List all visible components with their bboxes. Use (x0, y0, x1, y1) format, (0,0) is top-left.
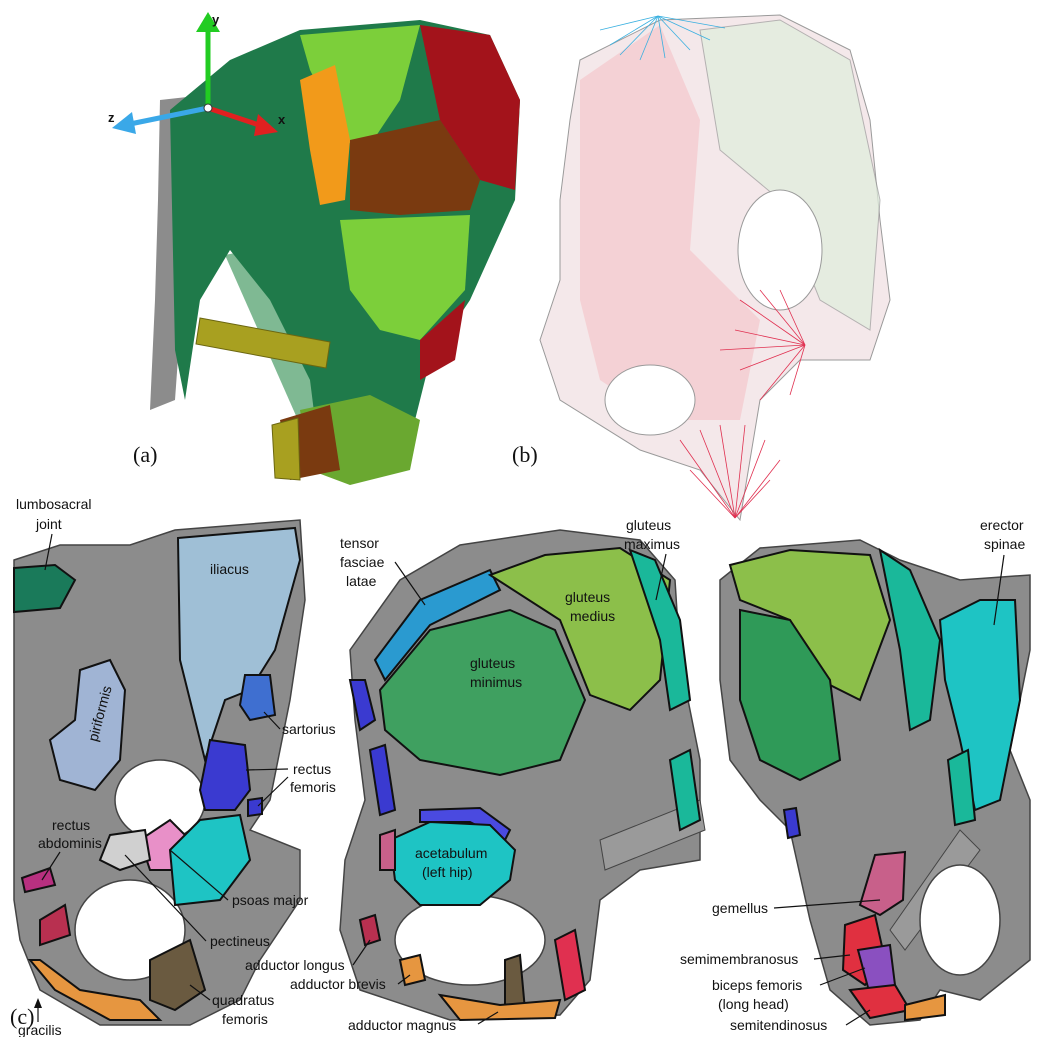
label-acetabulum-2: (left hip) (422, 864, 473, 880)
z-axis-head (112, 112, 136, 134)
label-tensor-2: fasciae (340, 554, 385, 570)
panel-c-right: erector spinae gemellus semimembranosus … (680, 517, 1030, 1033)
wireframe-foramen (605, 365, 695, 435)
rectus-femoris-patch (200, 740, 250, 810)
label-gluteus-maximus-1: gluteus (626, 517, 671, 533)
label-gluteus-minimus-2: minimus (470, 674, 522, 690)
pelvis-knob-cap (272, 418, 300, 480)
panel-label-c: (c) (10, 1004, 34, 1029)
label-gluteus-medius-2: medius (570, 608, 615, 624)
panel-c-left: lumbosacral joint iliacus piriformis sar… (10, 496, 336, 1037)
label-rectus-femoris-2: femoris (290, 779, 336, 795)
axis-label-x: x (278, 112, 286, 127)
label-tensor-3: latae (346, 573, 377, 589)
rectus-femoris-small (248, 798, 262, 816)
wireframe-hole (738, 190, 822, 310)
label-adductor-longus: adductor longus (245, 957, 345, 973)
label-adductor-magnus: adductor magnus (348, 1017, 456, 1033)
label-biceps-2: (long head) (718, 996, 789, 1012)
label-gluteus-maximus-2: maximus (624, 536, 680, 552)
panel-a: y z x (a) (108, 12, 520, 485)
axis-label-y: y (212, 12, 220, 27)
label-iliacus: iliacus (210, 561, 249, 577)
adductor-brevis-patch (400, 955, 425, 985)
label-tensor-1: tensor (340, 535, 379, 551)
label-rectus-abdominis-2: abdominis (38, 835, 102, 851)
middle-pink-left (380, 830, 395, 870)
label-semitendinosus: semitendinosus (730, 1017, 827, 1033)
label-adductor-brevis: adductor brevis (290, 976, 386, 992)
label-rectus-femoris-1: rectus (293, 761, 331, 777)
panel-label-b: (b) (512, 442, 538, 467)
label-acetabulum-1: acetabulum (415, 845, 487, 861)
label-semimembranosus: semimembranosus (680, 951, 798, 967)
label-gemellus: gemellus (712, 900, 768, 916)
gracilis-arrowhead (34, 998, 42, 1008)
right-hole (920, 865, 1000, 975)
label-pectineus: pectineus (210, 933, 270, 949)
label-lumbosacral-1: lumbosacral (16, 496, 91, 512)
axis-label-z: z (108, 110, 115, 125)
label-gluteus-medius-1: gluteus (565, 589, 610, 605)
axis-origin (204, 104, 212, 112)
panel-b: (b) (512, 15, 890, 520)
label-lumbosacral-2: joint (35, 516, 62, 532)
label-erector-1: erector (980, 517, 1024, 533)
right-blue-left (784, 808, 800, 838)
label-biceps-1: biceps femoris (712, 977, 802, 993)
sartorius-patch (240, 675, 275, 720)
label-rectus-abdominis-1: rectus (52, 817, 90, 833)
label-gluteus-minimus-1: gluteus (470, 655, 515, 671)
label-psoas-major: psoas major (232, 892, 309, 908)
label-erector-2: spinae (984, 536, 1025, 552)
label-sartorius: sartorius (282, 721, 336, 737)
label-quadratus-femoris-1: quadratus (212, 992, 274, 1008)
panel-label-a: (a) (133, 442, 157, 467)
label-quadratus-femoris-2: femoris (222, 1011, 268, 1027)
